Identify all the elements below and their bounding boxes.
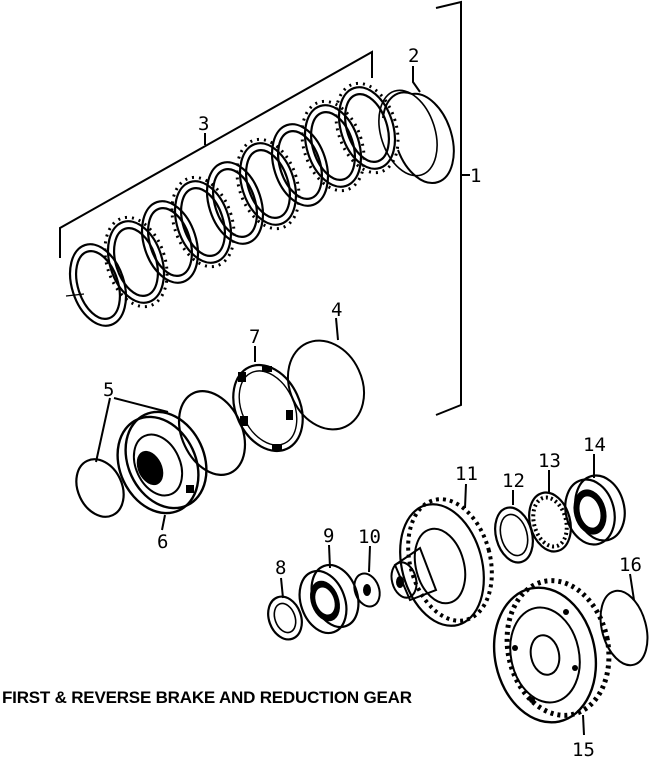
ring-gear-15 [492,578,612,724]
snap-ring-16 [599,589,649,667]
clutch-plate-stack [68,81,400,327]
callout-3: 3 [198,113,209,135]
callout-2: 2 [408,45,419,67]
leader-5a [95,397,111,463]
leader-11 [464,483,467,509]
leader-5b [113,397,169,413]
plate-teeth [103,81,400,309]
washer-10 [353,572,381,608]
callout-10: 10 [358,526,381,548]
leader-2 [412,66,421,93]
seal-5-outer [177,390,247,476]
seal-5-inner [75,458,125,518]
leader-16 [629,573,635,601]
callout-5: 5 [103,379,114,401]
callout-9: 9 [323,525,334,547]
callout-16: 16 [619,554,642,576]
bearing-9 [298,563,360,635]
callout-6: 6 [157,531,168,553]
spring-retainer-7 [232,363,304,453]
snap-ring-2-outline [378,89,438,177]
leader-15 [582,714,585,736]
snap-ring-2 [382,91,455,184]
washer-8 [267,595,303,641]
reduction-gear-11 [390,497,494,627]
callout-7: 7 [249,326,260,348]
callout-11: 11 [455,463,478,485]
leader-4 [335,317,339,341]
callout-labels: 1 2 3 4 5 6 7 8 9 10 11 12 13 14 15 16 [103,45,642,761]
leader-lines [59,0,635,736]
leader-6 [161,514,166,531]
washer-12 [494,506,534,564]
clutch-plates [68,86,397,327]
bearing-14 [564,474,626,546]
leader-8 [280,577,284,599]
callout-14: 14 [583,434,606,456]
bracket-3 [59,50,373,258]
snap-ring-4 [287,339,365,431]
callout-12: 12 [502,470,525,492]
callout-8: 8 [275,557,286,579]
bracket-1 [435,0,462,416]
callout-1: 1 [470,165,481,187]
callout-15: 15 [572,739,595,761]
callout-13: 13 [538,450,561,472]
diagram-caption: FIRST & REVERSE BRAKE AND REDUCTION GEAR [2,688,412,707]
callout-4: 4 [331,299,342,321]
needle-bearing-13 [528,491,572,553]
piston-6 [116,410,208,515]
leader-10 [368,545,371,573]
